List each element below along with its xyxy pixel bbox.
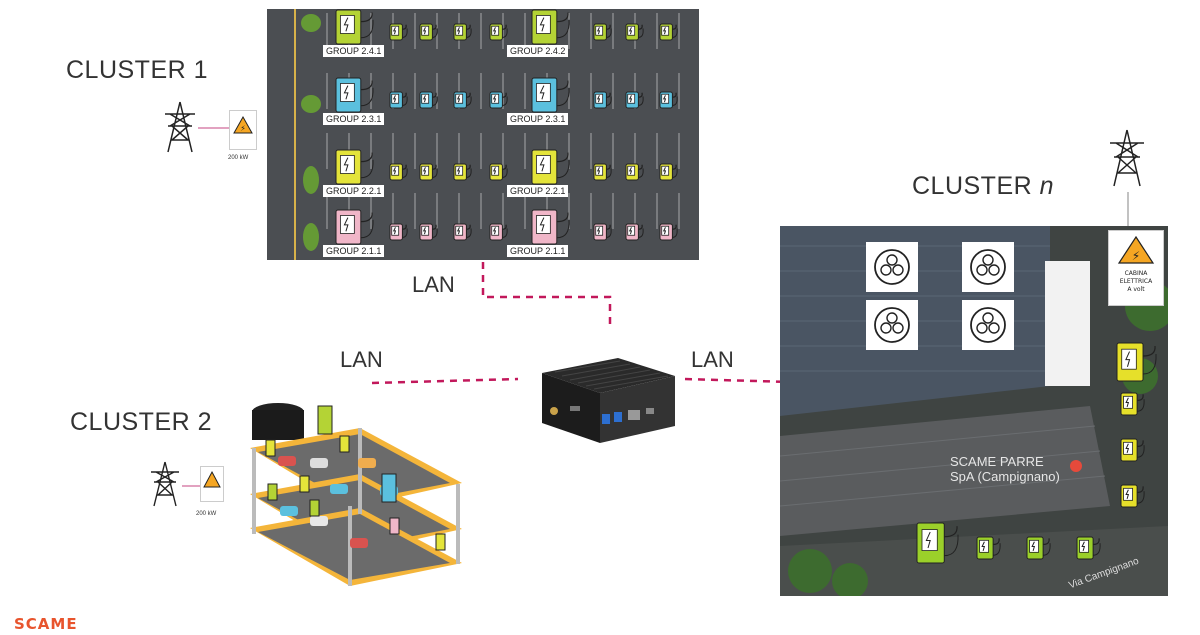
charger-small-icon <box>1120 484 1145 508</box>
company-name-line-1: SCAME PARRE <box>950 454 1044 469</box>
edge-gateway-device <box>542 358 675 443</box>
charger-small-icon <box>453 91 472 109</box>
cabin-label-1: CABINA <box>1124 270 1148 277</box>
charger-small-icon <box>625 23 644 41</box>
charger-small-icon <box>389 223 408 241</box>
electric-cabin-icon <box>200 466 224 502</box>
fan-icon <box>866 300 918 350</box>
group-label: GROUP 2.2.1 <box>507 185 569 197</box>
company-location-label: SCAME PARRE SpA (Campignano) <box>950 454 1060 484</box>
charger-small-icon <box>453 23 472 41</box>
lan-label-top: LAN <box>412 272 455 297</box>
charger-large-icon <box>335 149 374 185</box>
parking-garage-illustration <box>250 403 462 586</box>
svg-text:⚡: ⚡ <box>240 124 246 133</box>
pylon-icon <box>151 461 179 507</box>
lan-line-cluster2 <box>371 377 519 385</box>
charger-large-icon <box>335 9 374 45</box>
scame-logo: SCAME <box>14 615 78 633</box>
charger-small-icon <box>389 91 408 109</box>
charger-small-icon <box>593 23 612 41</box>
charger-small-icon <box>389 163 408 181</box>
group-label: GROUP 2.4.1 <box>323 45 385 57</box>
cluster-2-power: 200 kW <box>196 511 217 517</box>
charger-small-icon <box>1026 536 1051 560</box>
charger-small-icon <box>453 223 472 241</box>
charger-small-icon <box>625 91 644 109</box>
cluster-n-title-var: n <box>1039 172 1055 200</box>
charger-large-icon <box>531 209 570 245</box>
power-link-2 <box>182 485 202 487</box>
charger-small-icon <box>419 23 438 41</box>
group-label: GROUP 2.1.1 <box>507 245 569 257</box>
charger-small-icon <box>453 163 472 181</box>
group-label: GROUP 2.4.2 <box>507 45 569 57</box>
charger-small-icon <box>976 536 1001 560</box>
charger-small-icon <box>489 163 508 181</box>
cluster-1-title: CLUSTER 1 <box>66 56 209 84</box>
charger-small-icon <box>1076 536 1101 560</box>
charger-small-icon <box>593 163 612 181</box>
charger-small-icon <box>593 91 612 109</box>
charger-small-icon <box>419 223 438 241</box>
group-label: GROUP 2.2.1 <box>323 185 385 197</box>
cluster-n-factory-site: SCAME PARRE SpA (Campignano) Via Campign… <box>780 226 1168 596</box>
charger-large-icon <box>531 149 570 185</box>
electric-cabin-icon: ⚡ <box>229 110 257 150</box>
lan-line-cluster1 <box>481 262 612 330</box>
lan-label-left: LAN <box>340 347 383 372</box>
warning-triangle-icon: ⚡ <box>1117 235 1155 264</box>
fan-icon <box>962 300 1014 350</box>
charger-large-icon <box>916 522 959 564</box>
power-link-1 <box>198 127 230 129</box>
charger-small-icon <box>489 23 508 41</box>
charger-small-icon <box>659 223 678 241</box>
lan-line-cluster-n <box>684 377 791 384</box>
charger-large-icon <box>531 77 570 113</box>
svg-text:⚡: ⚡ <box>1132 249 1140 263</box>
parking-lines <box>294 9 680 260</box>
charger-small-icon <box>389 23 408 41</box>
power-link-n <box>1127 192 1129 230</box>
charger-small-icon <box>1120 392 1145 416</box>
pylon-icon <box>165 101 195 153</box>
fan-icon <box>962 242 1014 292</box>
company-name-line-2: SpA (Campignano) <box>950 469 1060 484</box>
pylon-icon <box>1110 129 1144 187</box>
lan-label-right: LAN <box>691 347 734 372</box>
charger-large-icon <box>531 9 570 45</box>
charger-large-icon <box>1116 342 1157 382</box>
charger-small-icon <box>419 91 438 109</box>
cluster-2-title: CLUSTER 2 <box>70 408 213 436</box>
group-label: GROUP 2.1.1 <box>323 245 385 257</box>
group-label: GROUP 2.3.1 <box>507 113 569 125</box>
charger-small-icon <box>489 91 508 109</box>
charger-small-icon <box>659 163 678 181</box>
charger-small-icon <box>489 223 508 241</box>
cluster-n-title-prefix: CLUSTER <box>912 172 1033 200</box>
charger-small-icon <box>659 91 678 109</box>
charger-small-icon <box>625 163 644 181</box>
charger-small-icon <box>625 223 644 241</box>
charger-large-icon <box>335 77 374 113</box>
fan-icon <box>866 242 918 292</box>
charger-large-icon <box>335 209 374 245</box>
charger-small-icon <box>419 163 438 181</box>
cabin-label-3: A volt <box>1127 286 1145 293</box>
electric-cabin-sign: ⚡ CABINA ELETTRICA A volt <box>1108 230 1164 306</box>
charger-small-icon <box>659 23 678 41</box>
group-label: GROUP 2.3.1 <box>323 113 385 125</box>
charger-small-icon <box>593 223 612 241</box>
cabin-label-2: ELETTRICA <box>1119 278 1153 285</box>
cluster-n-title: CLUSTER n <box>912 172 1054 201</box>
cluster-1-power: 200 kW <box>228 155 249 161</box>
charger-small-icon <box>1120 438 1145 462</box>
